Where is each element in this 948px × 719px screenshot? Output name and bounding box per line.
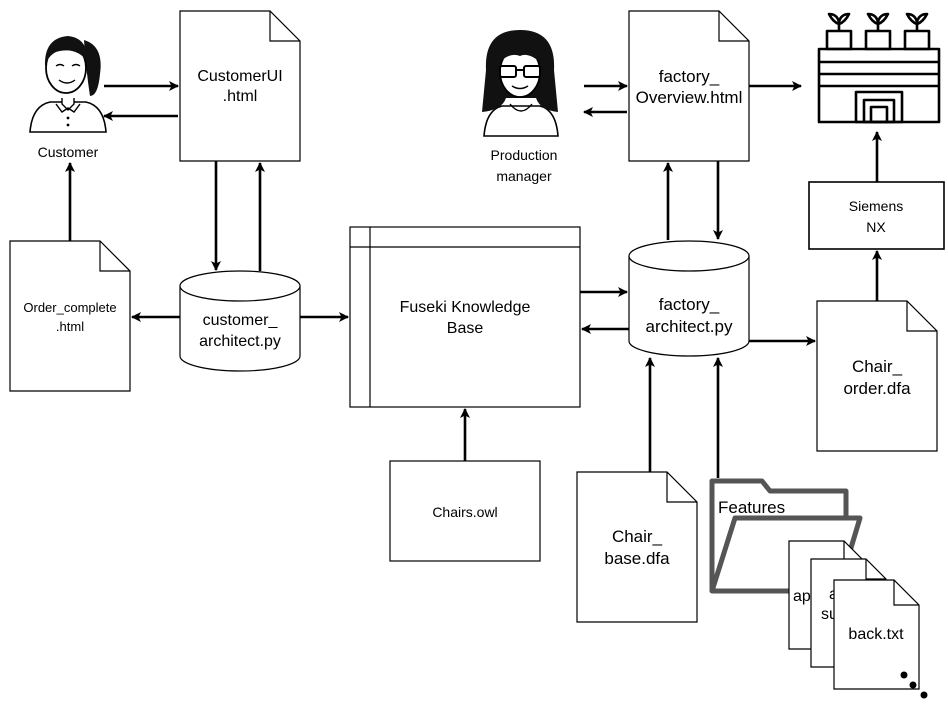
features-folder-label: Features xyxy=(718,498,785,517)
knowledge-base-title: Fuseki Knowledge xyxy=(400,299,531,316)
factory-icon xyxy=(817,12,941,124)
chairs-owl-box xyxy=(389,460,541,562)
more-files-dots xyxy=(900,671,928,699)
factory-overview-document xyxy=(628,10,750,162)
production-manager-label-line2: manager xyxy=(496,168,552,184)
order-complete-extension: .html xyxy=(56,319,84,334)
siemens-nx-box xyxy=(808,181,945,250)
customer-ui-document xyxy=(179,10,301,162)
chair-order-document xyxy=(816,300,938,452)
production-manager-icon xyxy=(482,30,559,137)
fuseki-knowledge-base xyxy=(349,226,581,408)
knowledge-base-subtitle: Base xyxy=(447,320,484,337)
chair-base-name: Chair_ xyxy=(612,527,663,546)
order-complete-document xyxy=(9,240,131,392)
customer-architect-name: customer_ xyxy=(203,312,279,329)
customer-ui-title: CustomerUI xyxy=(197,68,282,85)
factory-architect-name: factory_ xyxy=(659,295,720,314)
factory-overview-extension: Overview.html xyxy=(636,88,743,107)
chair-order-name: Chair_ xyxy=(852,357,903,376)
customer-ui-extension: .html xyxy=(223,88,258,105)
feature-file-3 xyxy=(833,579,920,690)
customer-architect-extension: architect.py xyxy=(199,333,281,350)
siemens-nx-subtitle: NX xyxy=(866,219,886,235)
chair-order-extension: order.dfa xyxy=(843,379,911,398)
chair-base-extension: base.dfa xyxy=(604,549,670,568)
production-manager-label-line1: Production xyxy=(491,147,558,163)
order-complete-name: Order_complete xyxy=(23,300,116,315)
feature-file-1-label: ap xyxy=(793,588,811,605)
folder-icon xyxy=(709,478,863,594)
chair-base-document xyxy=(576,471,698,623)
customer-label: Customer xyxy=(38,144,99,160)
customer-icon xyxy=(29,36,107,133)
chairs-owl-label: Chairs.owl xyxy=(432,504,497,520)
factory-architect-extension: architect.py xyxy=(646,317,733,336)
feature-file-3-label: back.txt xyxy=(848,626,904,643)
factory-overview-name: factory_ xyxy=(659,67,720,86)
factory-architect-script xyxy=(628,240,750,357)
siemens-nx-title: Siemens xyxy=(849,198,903,214)
customer-architect-script xyxy=(179,270,301,372)
